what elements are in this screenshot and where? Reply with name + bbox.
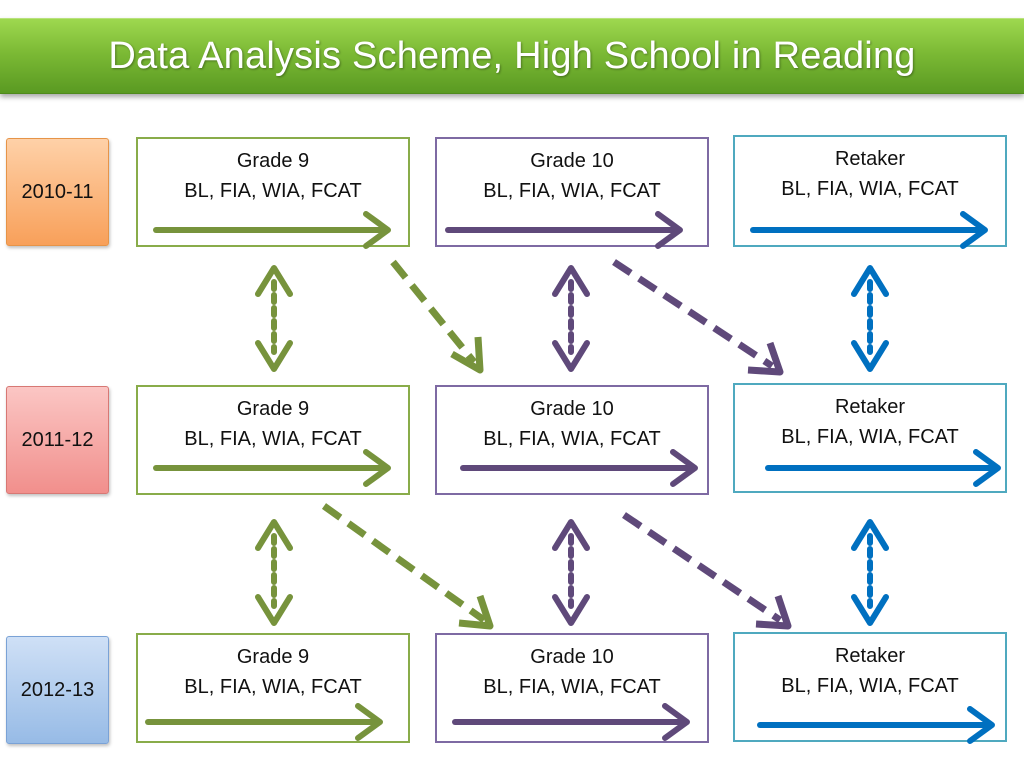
grade9-to-grade10-arrow-2011-12	[321, 503, 494, 630]
box-subtitle: BL, FIA, WIA, FCAT	[483, 180, 661, 202]
box-subtitle: BL, FIA, WIA, FCAT	[781, 675, 959, 697]
grade10-to-retaker-arrow-2010-11	[612, 259, 784, 376]
box-subtitle: BL, FIA, WIA, FCAT	[781, 426, 959, 448]
retaker-link-arrow-2010-11-2011-12	[851, 265, 889, 372]
grade9-link-arrow-2011-12-2012-13	[255, 519, 293, 626]
grade10-link-arrow-2011-12-2012-13	[552, 519, 590, 626]
box-subtitle: BL, FIA, WIA, FCAT	[184, 428, 362, 450]
retaker-link-arrow-2011-12-2012-13	[851, 519, 889, 626]
box-subtitle: BL, FIA, WIA, FCAT	[781, 178, 959, 200]
box-subtitle: BL, FIA, WIA, FCAT	[483, 676, 661, 698]
box-title: Retaker	[834, 645, 906, 667]
year-label-2011-12: 2011-12	[6, 386, 109, 494]
grade9-link-arrow-2010-11-2011-12	[255, 265, 293, 372]
retaker-progress-arrow-2010-11	[750, 211, 988, 249]
grade9-box-2011-12: Grade 9 BL, FIA, WIA, FCAT	[136, 385, 410, 495]
box-title: Grade 10	[530, 150, 614, 172]
retaker-progress-arrow-2012-13	[757, 706, 995, 744]
box-title: Grade 9	[236, 646, 310, 668]
grade10-to-retaker-arrow-2011-12	[622, 512, 792, 630]
box-title: Grade 9	[236, 398, 310, 420]
grade9-progress-arrow-2012-13	[145, 703, 383, 741]
grade9-progress-arrow-2011-12	[153, 449, 391, 487]
grade10-progress-arrow-2012-13	[452, 703, 690, 741]
retaker-progress-arrow-2011-12	[765, 449, 1001, 487]
retaker-box-2011-12: Retaker BL, FIA, WIA, FCAT	[733, 383, 1007, 493]
box-title: Grade 9	[236, 150, 310, 172]
year-label-2010-11: 2010-11	[6, 138, 109, 246]
box-title: Grade 10	[530, 646, 614, 668]
grade10-box-2011-12: Grade 10 BL, FIA, WIA, FCAT	[435, 385, 709, 495]
page-title: Data Analysis Scheme, High School in Rea…	[108, 34, 916, 77]
box-title: Retaker	[834, 396, 906, 418]
title-bar: Data Analysis Scheme, High School in Rea…	[0, 18, 1024, 94]
grade10-progress-arrow-2011-12	[460, 449, 698, 487]
grade10-progress-arrow-2010-11	[445, 211, 683, 249]
grade10-link-arrow-2010-11-2011-12	[552, 265, 590, 372]
box-subtitle: BL, FIA, WIA, FCAT	[184, 180, 362, 202]
box-subtitle: BL, FIA, WIA, FCAT	[184, 676, 362, 698]
box-subtitle: BL, FIA, WIA, FCAT	[483, 428, 661, 450]
year-label-2012-13: 2012-13	[6, 636, 109, 744]
box-title: Grade 10	[530, 398, 614, 420]
grade9-to-grade10-arrow-2010-11	[390, 259, 484, 374]
box-title: Retaker	[834, 148, 906, 170]
grade9-progress-arrow-2010-11	[153, 211, 391, 249]
